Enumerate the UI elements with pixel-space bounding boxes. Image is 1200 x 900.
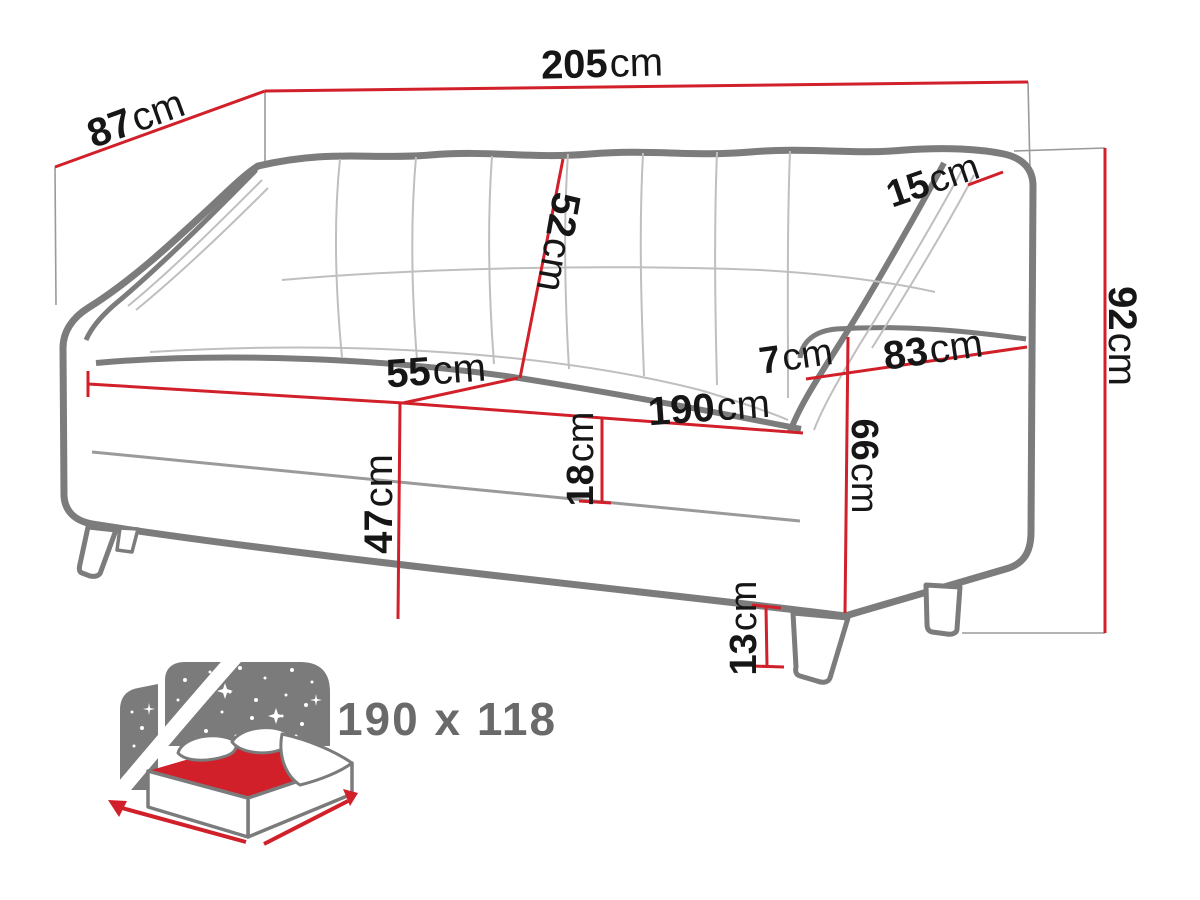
sofa-legs — [76, 524, 963, 685]
dim-mattress-thickness-label: 18cm — [560, 411, 602, 507]
dimension-lines — [54, 80, 1107, 669]
dim-armrest-height-label: 66cm — [843, 418, 885, 514]
dim-armrest-top-width-label: 7cm — [756, 331, 836, 383]
tufting-seams — [127, 150, 975, 431]
dim-seat-width-label: 190cm — [646, 381, 772, 435]
dim-seat-height-label: 47cm — [357, 454, 401, 554]
sleeping-area-label: 190 x 118 — [336, 693, 558, 745]
sofa-outline — [59, 145, 1037, 620]
dim-total-height-label: 92cm — [1100, 286, 1144, 386]
star-dots — [130, 666, 322, 779]
dim-seat-depth-label: 55cm — [384, 345, 488, 397]
dim-total-width-label: 205cm — [540, 40, 664, 88]
dim-leg-clearance-label: 13cm — [723, 580, 765, 676]
bed-icon — [100, 649, 358, 846]
